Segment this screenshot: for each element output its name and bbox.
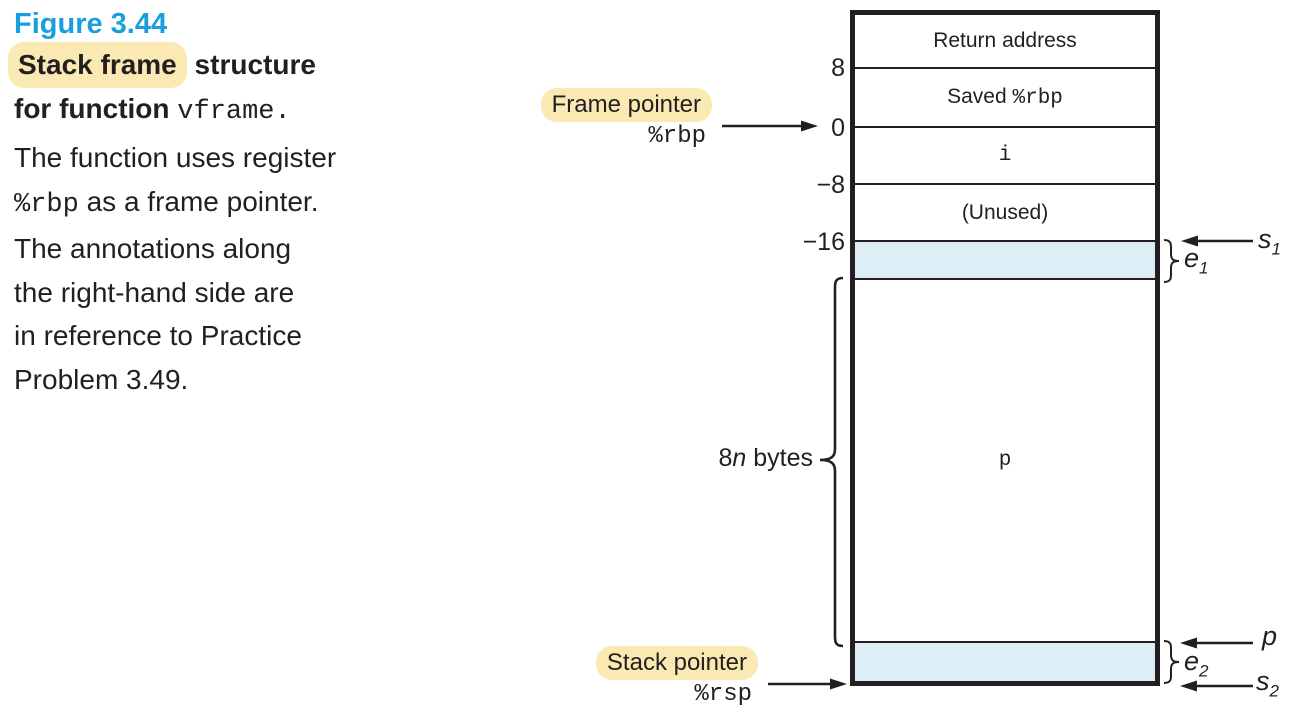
e2-brace [1163, 640, 1180, 684]
figure-label: Figure 3.44 [14, 8, 168, 40]
caption-body: The function uses register %rbp as a fra… [14, 136, 464, 401]
s2-sub: 2 [1269, 681, 1279, 701]
size-8n-bytes-label: 8n bytes [640, 444, 813, 473]
offset-minus-16: −16 [802, 228, 845, 256]
stack-cell-unused: (Unused) [855, 185, 1155, 242]
stack-pointer-label-group: Stack pointer %rsp [530, 646, 758, 708]
caption-body-line-4: the right-hand side are [14, 276, 295, 308]
s1-sub: 1 [1271, 239, 1281, 259]
e2-base: e [1184, 646, 1200, 676]
caption-body-line-2: %rbp as a frame pointer. [14, 180, 464, 228]
saved-rbp-label: Saved %rbp [947, 85, 1063, 110]
annotation-e1: e1 [1184, 243, 1209, 276]
e1-base: e [1184, 243, 1200, 273]
caption-rbp-code: %rbp [14, 189, 79, 220]
caption-body-line-5: in reference to Practice [14, 320, 302, 351]
caption-body-line-2-rest: as a frame pointer. [78, 185, 319, 217]
e1-brace [1163, 239, 1180, 283]
s2-base: s [1256, 666, 1270, 696]
caption-body-line-1: The function uses register [14, 142, 337, 173]
saved-register-code: %rbp [1012, 87, 1063, 110]
return-address-label: Return address [933, 29, 1077, 52]
stack-cell-return-address: Return address [855, 15, 1155, 69]
offset-minus-8: −8 [816, 171, 845, 199]
stack-cell-i: i [855, 128, 1155, 185]
e1-sub: 1 [1199, 258, 1209, 278]
caption-body-line-6: Problem 3.49. [14, 363, 189, 395]
caption-title-line-2: for function vframe. [14, 88, 464, 133]
s1-base: s [1258, 224, 1272, 254]
rbp-register-label: %rbp [648, 123, 706, 150]
var-p-label: p [998, 449, 1012, 472]
annotation-e2: e2 [1184, 646, 1209, 679]
e2-sub: 2 [1199, 661, 1209, 681]
frame-pointer-label-group: Frame pointer %rbp [488, 88, 712, 150]
s2-arrow [1180, 680, 1253, 692]
annotation-s1: s1 [1258, 224, 1281, 257]
size-pre: 8 [718, 444, 733, 472]
annotation-p: p [1262, 621, 1277, 651]
var-i-label: i [998, 144, 1012, 167]
stack-cell-e2-region [855, 643, 1155, 681]
offset-0: 0 [831, 114, 845, 142]
saved-prefix: Saved [947, 85, 1013, 108]
size-post: bytes [746, 444, 813, 472]
stack-cell-e1-region [855, 242, 1155, 280]
caption-body-line-3: The annotations along [14, 233, 292, 264]
rsp-register-label: %rsp [694, 681, 752, 708]
annotation-s2: s2 [1256, 666, 1279, 699]
caption-title-rest: structure [186, 49, 316, 80]
size-8n-bytes-brace [819, 276, 844, 648]
unused-label: (Unused) [961, 200, 1049, 224]
stack-cell-saved-rbp: Saved %rbp [855, 69, 1155, 128]
offset-8: 8 [831, 54, 845, 82]
stack-pointer-arrow [768, 678, 847, 690]
caption-for-function: for function [14, 93, 178, 124]
p-base: p [1262, 621, 1278, 651]
caption-title-line-1: Stack frame structure [8, 42, 464, 88]
figure-caption: Figure 3.44 Stack frame structure for fu… [8, 6, 464, 401]
stack-frame-highlight: Stack frame [8, 42, 187, 88]
frame-pointer-highlight: Frame pointer [540, 88, 712, 122]
stack-pointer-highlight: Stack pointer [595, 646, 758, 680]
stack-cell-p: p [855, 280, 1155, 643]
size-n-italic: n [732, 444, 747, 472]
caption-vframe-code: vframe. [177, 97, 291, 127]
stack-frame-box: Return address Saved %rbp i (Unused) p [850, 10, 1160, 686]
